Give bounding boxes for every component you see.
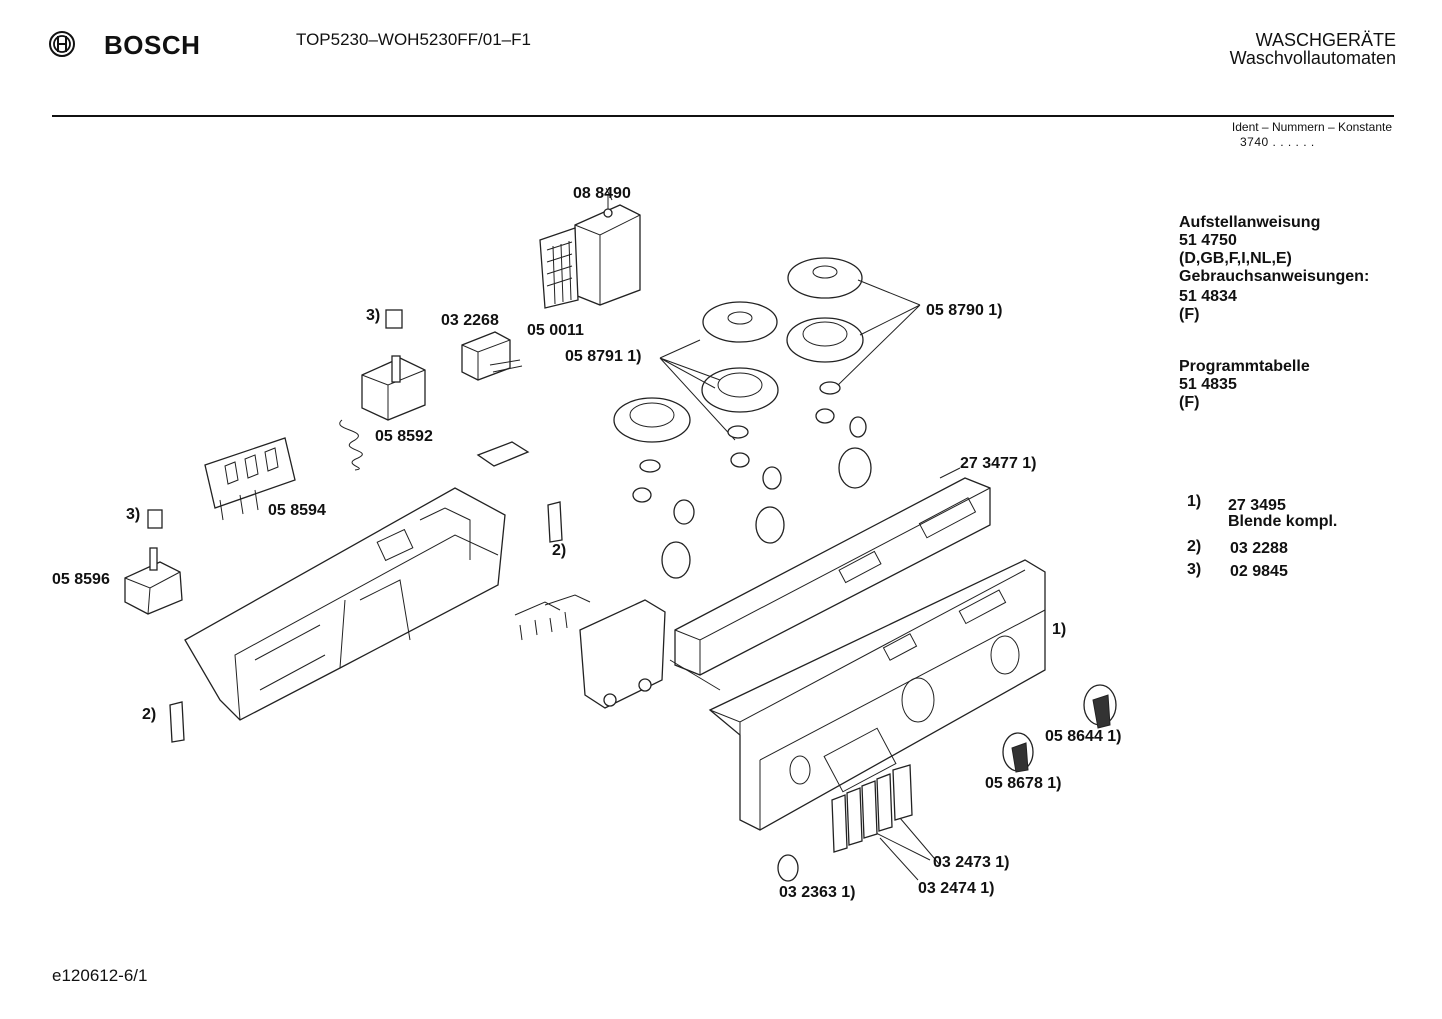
callout-label: 05 8791 1) <box>565 348 642 365</box>
callout-label: 27 3477 1) <box>960 455 1037 472</box>
callout-label: 05 8644 1) <box>1045 728 1122 745</box>
model-number: TOP5230–WOH5230FF/01–F1 <box>296 30 531 49</box>
clip-part <box>169 441 563 743</box>
callout-label: 05 8790 1) <box>926 302 1003 319</box>
callout-label: 05 8592 <box>375 428 433 445</box>
usage-label: Gebrauchsanweisungen: <box>1179 268 1370 285</box>
knob-cover-part <box>613 257 864 443</box>
callout-label: 05 8678 1) <box>985 775 1062 792</box>
leader-lines <box>659 279 961 881</box>
connector-part <box>461 331 523 381</box>
bosch-logo-icon <box>48 30 76 63</box>
control-panel-part <box>708 559 1046 831</box>
timer-motor-part <box>539 187 641 309</box>
header-divider <box>52 115 1394 117</box>
terminal-block-part <box>514 594 666 709</box>
rotary-knobs-part <box>777 684 1117 882</box>
footnote-marker: 2) <box>1187 538 1202 555</box>
program-languages: (F) <box>1179 394 1200 411</box>
footnote-marker: 3) <box>1187 561 1202 578</box>
brand-name: BOSCH <box>104 30 201 60</box>
document-reference: e120612-6/1 <box>52 966 148 985</box>
callout-label: 03 2268 <box>441 312 499 329</box>
callout-label: 05 0011 <box>527 322 584 339</box>
selector-switch-part <box>339 309 426 471</box>
pressure-switch-part <box>204 437 296 521</box>
category-title: WASCHGERÄTE <box>1255 30 1396 50</box>
footnote-part: 27 3495 <box>1228 497 1286 514</box>
program-number: 51 4835 <box>1179 376 1237 393</box>
callout-label: 08 8490 <box>573 185 631 202</box>
selector-knob-part <box>124 509 183 615</box>
category-subtitle: Waschvollautomaten <box>1229 48 1396 68</box>
callout-label: 2) <box>142 706 157 723</box>
setup-number: 51 4750 <box>1179 232 1237 249</box>
push-buttons-part <box>831 764 913 853</box>
usage-languages: (F) <box>1179 306 1200 323</box>
setup-label: Aufstellanweisung <box>1179 214 1321 231</box>
ident-value: 3740 . . . . . . <box>1240 135 1315 149</box>
setup-languages: (D,GB,F,I,NL,E) <box>1179 250 1292 267</box>
callout-label: 2) <box>552 542 567 559</box>
callout-label: 05 8594 <box>268 502 326 519</box>
gear-parts <box>632 381 872 579</box>
footnote-desc: Blende kompl. <box>1228 513 1338 530</box>
cover-strip-part <box>669 477 991 691</box>
callout-label: 03 2473 1) <box>933 854 1010 871</box>
chassis-frame-part <box>184 487 506 721</box>
callout-label: 1) <box>1052 621 1067 638</box>
footnote-marker: 1) <box>1187 493 1202 510</box>
footnote-part: 03 2288 <box>1230 540 1288 557</box>
program-label: Programmtabelle <box>1179 358 1310 375</box>
callout-label: 3) <box>126 506 141 523</box>
callout-label: 3) <box>366 307 381 324</box>
footnote-part: 02 9845 <box>1230 563 1288 580</box>
callout-label: 05 8596 <box>52 571 110 588</box>
usage-number: 51 4834 <box>1179 288 1237 305</box>
ident-title: Ident – Nummern – Konstante <box>1231 120 1392 134</box>
callout-label: 03 2474 1) <box>918 880 995 897</box>
callout-label: 03 2363 1) <box>779 884 856 901</box>
